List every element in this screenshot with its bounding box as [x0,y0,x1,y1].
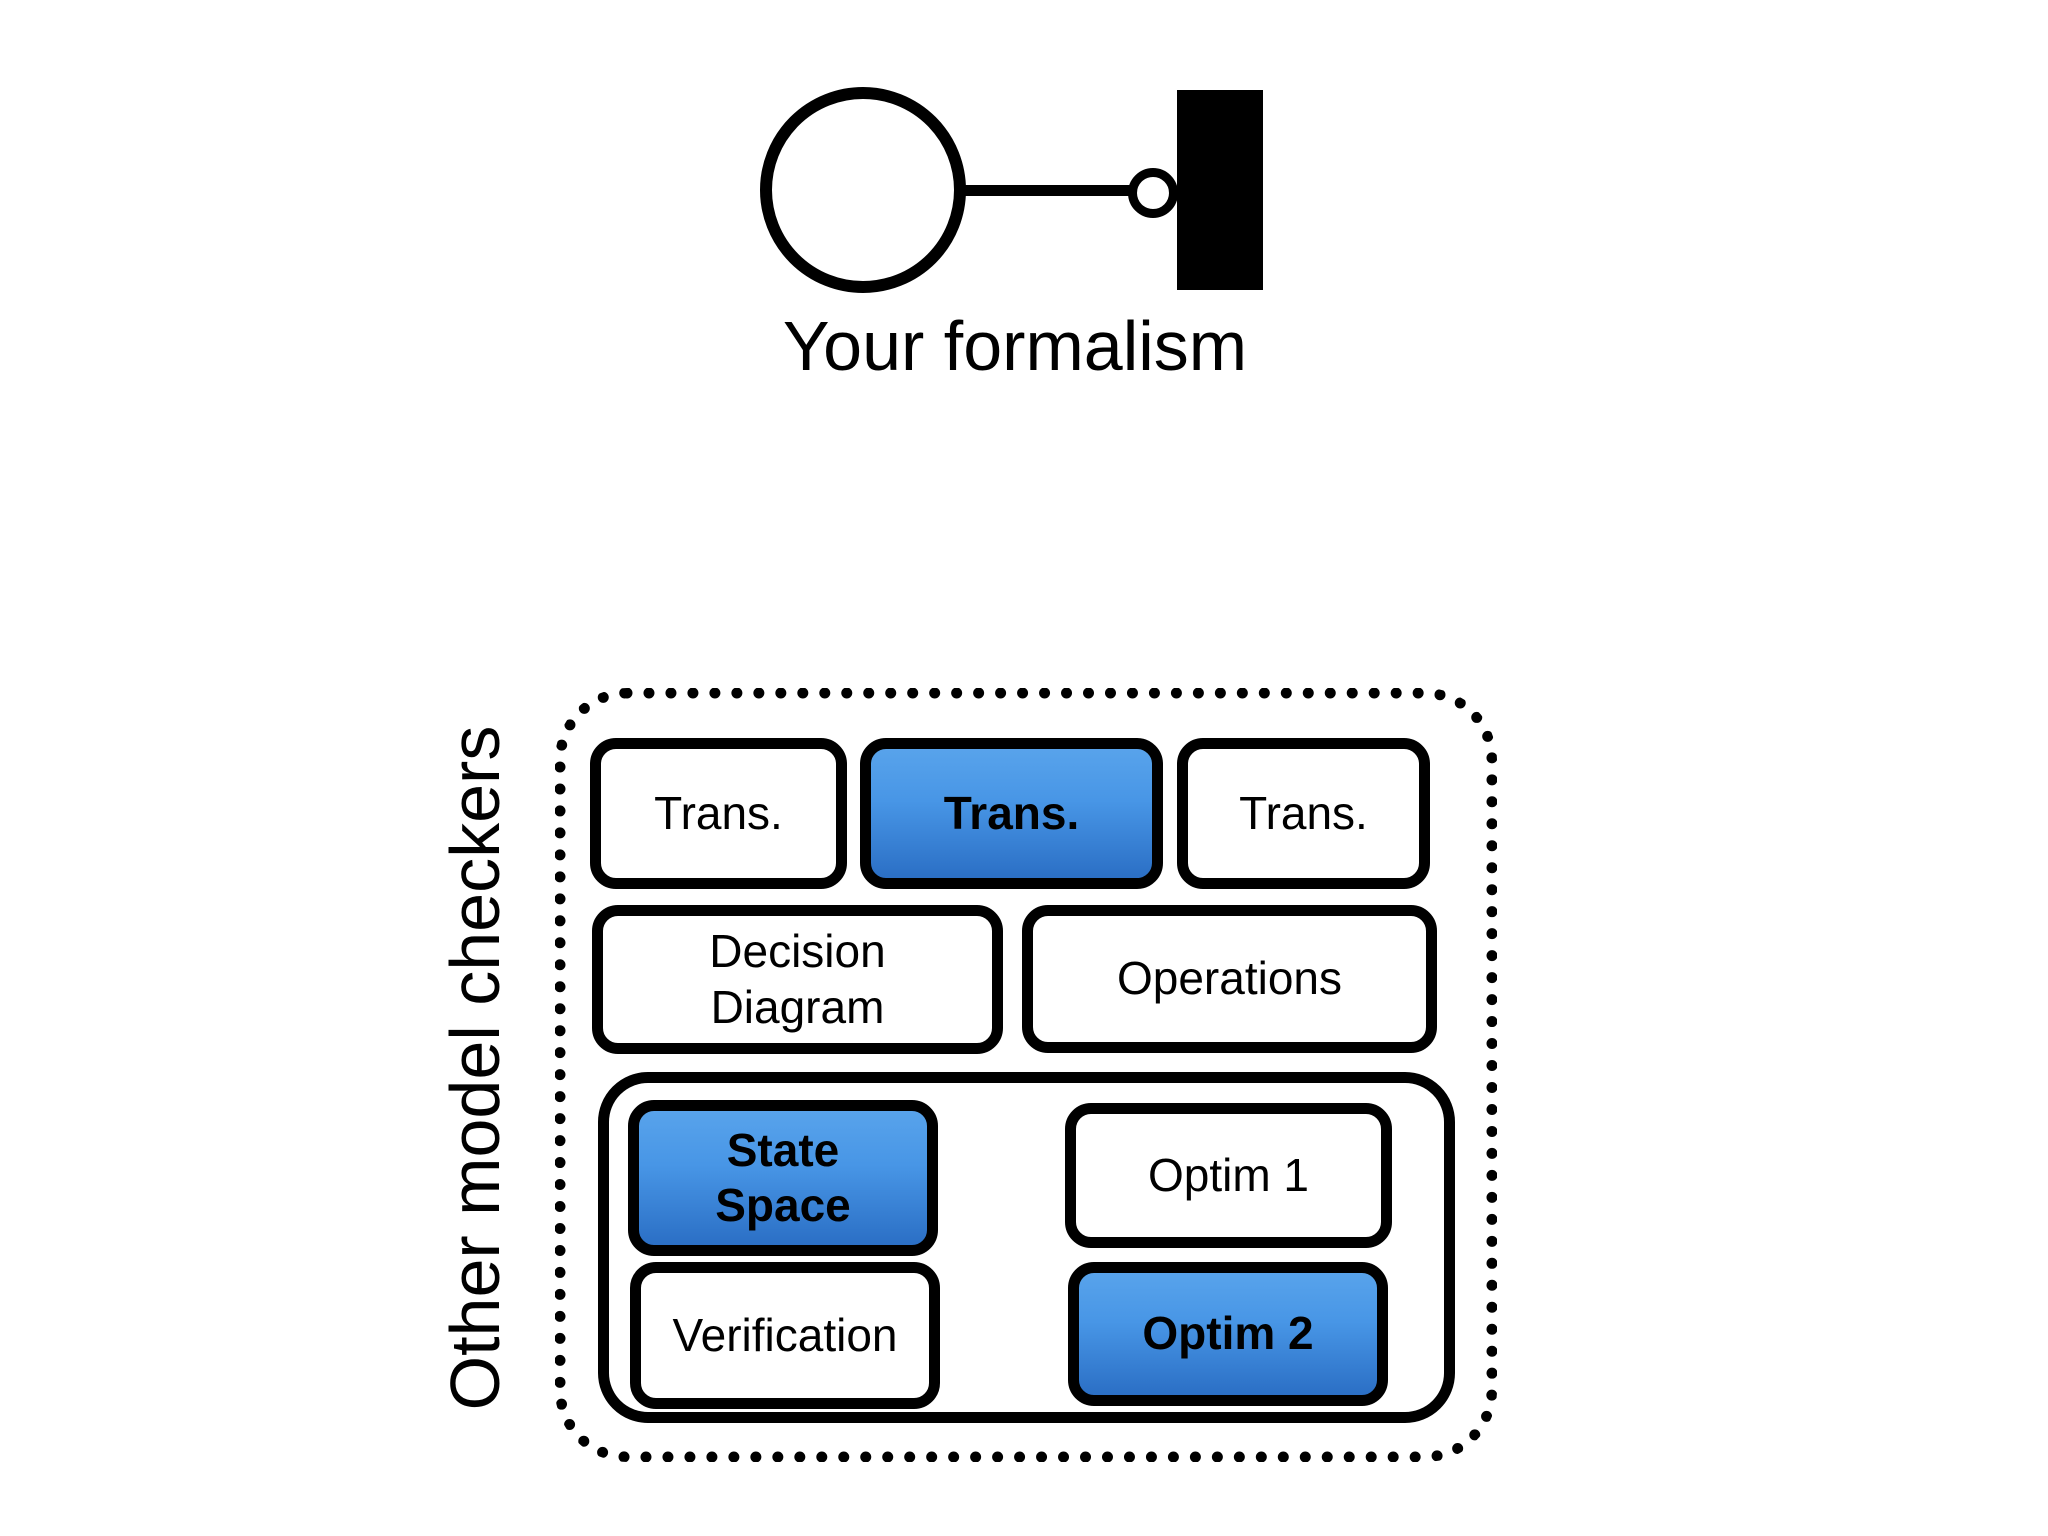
state-space-label: State Space [715,1123,851,1231]
trans-box-left: Trans. [590,738,847,889]
optim1-label: Optim 1 [1147,1148,1310,1201]
decision-diagram-box: Decision Diagram [592,905,1003,1054]
trans-box-right: Trans. [1177,738,1430,889]
component-bar-icon [1177,90,1263,290]
trans-box-center-highlighted: Trans. [860,738,1163,889]
formalism-label: Your formalism [782,307,1248,385]
optim2-box-highlighted: Optim 2 [1068,1262,1388,1406]
interface-circle-icon [760,87,966,293]
optim1-box: Optim 1 [1065,1103,1392,1248]
other-checkers-label: Other model checkers [436,725,514,1411]
operations-label: Operations [1116,952,1342,1005]
verification-box: Verification [630,1262,940,1409]
trans-box-center-label: Trans. [943,786,1080,839]
decision-diagram-label: Decision Diagram [709,925,886,1033]
trans-box-left-label: Trans. [654,786,783,839]
connector-line [956,185,1134,196]
verification-label: Verification [672,1308,898,1361]
state-space-box-highlighted: State Space [628,1100,938,1256]
socket-circle-icon [1128,168,1178,218]
trans-box-right-label: Trans. [1239,786,1368,839]
operations-box: Operations [1022,905,1437,1053]
optim2-label: Optim 2 [1142,1307,1314,1360]
